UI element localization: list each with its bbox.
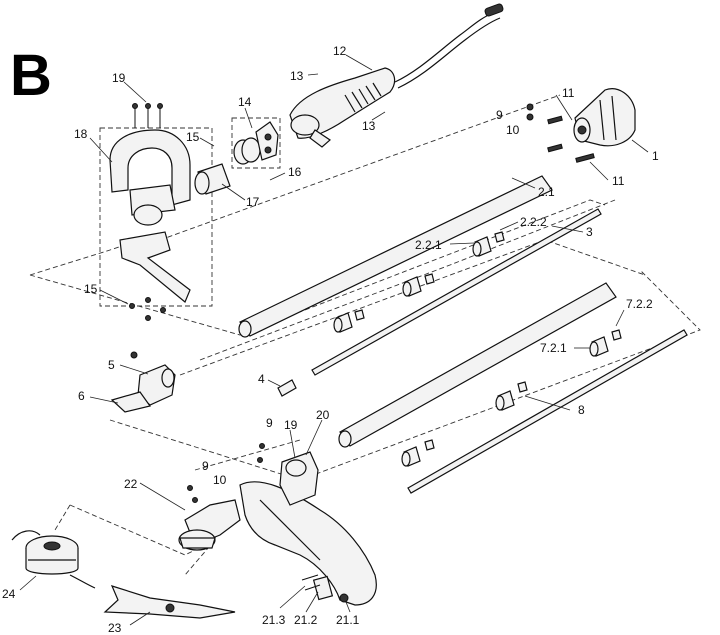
label-part-2-2-1: 2.2.1	[415, 238, 442, 252]
cutting-blade	[103, 585, 236, 619]
loop-handle	[109, 103, 191, 321]
tube-sleeve	[194, 163, 231, 195]
throttle-handle	[289, 3, 504, 148]
leader-lines	[19, 54, 649, 626]
label-part-10-upper: 10	[506, 123, 520, 137]
label-part-2-1: 2.1	[538, 185, 555, 199]
label-part-11-upper: 11	[562, 86, 575, 100]
label-part-14: 14	[238, 95, 252, 109]
label-part-9-upper: 9	[496, 108, 503, 122]
label-part-13-lower: 13	[362, 119, 376, 133]
label-part-8: 8	[578, 403, 585, 417]
label-part-22: 22	[124, 477, 138, 491]
label-part-9-gearhead: 9	[202, 459, 209, 473]
label-part-7-2-2: 7.2.2	[626, 297, 653, 311]
label-part-1: 1	[652, 149, 659, 163]
label-part-5: 5	[108, 358, 115, 372]
connector-pin	[277, 379, 297, 397]
label-part-12: 12	[333, 44, 347, 58]
label-part-9-guard: 9	[266, 416, 273, 430]
label-part-18: 18	[74, 127, 88, 141]
assembly-guide-lines	[29, 94, 701, 576]
shaft-clamp	[110, 351, 176, 413]
label-part-2-2-2: 2.2.2	[520, 215, 547, 229]
section-letter: B	[10, 43, 52, 108]
lower-shaft-tube	[338, 282, 617, 448]
label-part-3: 3	[586, 225, 593, 239]
label-part-19-upper: 19	[112, 71, 126, 85]
clamp-ring	[233, 121, 279, 165]
upper-shaft-tube	[238, 175, 553, 338]
label-part-10-gearhead: 10	[213, 473, 227, 487]
label-part-4: 4	[258, 372, 265, 386]
label-part-21-1: 21.1	[336, 613, 360, 627]
coupler-housing	[526, 88, 636, 163]
lower-drive-shaft	[407, 329, 688, 494]
label-part-20: 20	[316, 408, 330, 422]
upper-drive-shaft	[311, 208, 602, 376]
gear-head	[178, 499, 241, 551]
label-part-21-3: 21.3	[262, 613, 286, 627]
lower-bushings	[401, 329, 622, 467]
label-part-7-2-1: 7.2.1	[540, 341, 567, 355]
part-labels: 1 2.1 2.2.1 2.2.2 3 4 5 6 7.2.1 7.2.2 8 …	[2, 44, 659, 635]
trimmer-head	[11, 530, 96, 589]
label-part-17: 17	[246, 195, 260, 209]
label-part-23: 23	[108, 621, 122, 635]
label-part-11-lower: 11	[612, 174, 625, 188]
label-part-19-guard: 19	[284, 418, 298, 432]
upper-bushings	[333, 231, 505, 333]
label-part-13-upper: 13	[290, 69, 304, 83]
label-part-15-upper: 15	[186, 130, 200, 144]
label-part-21-2: 21.2	[294, 613, 318, 627]
label-part-16: 16	[288, 165, 302, 179]
label-part-15-lower: 15	[84, 282, 98, 296]
blade-guard	[187, 443, 377, 606]
label-part-6: 6	[78, 389, 85, 403]
label-part-24: 24	[2, 587, 16, 601]
